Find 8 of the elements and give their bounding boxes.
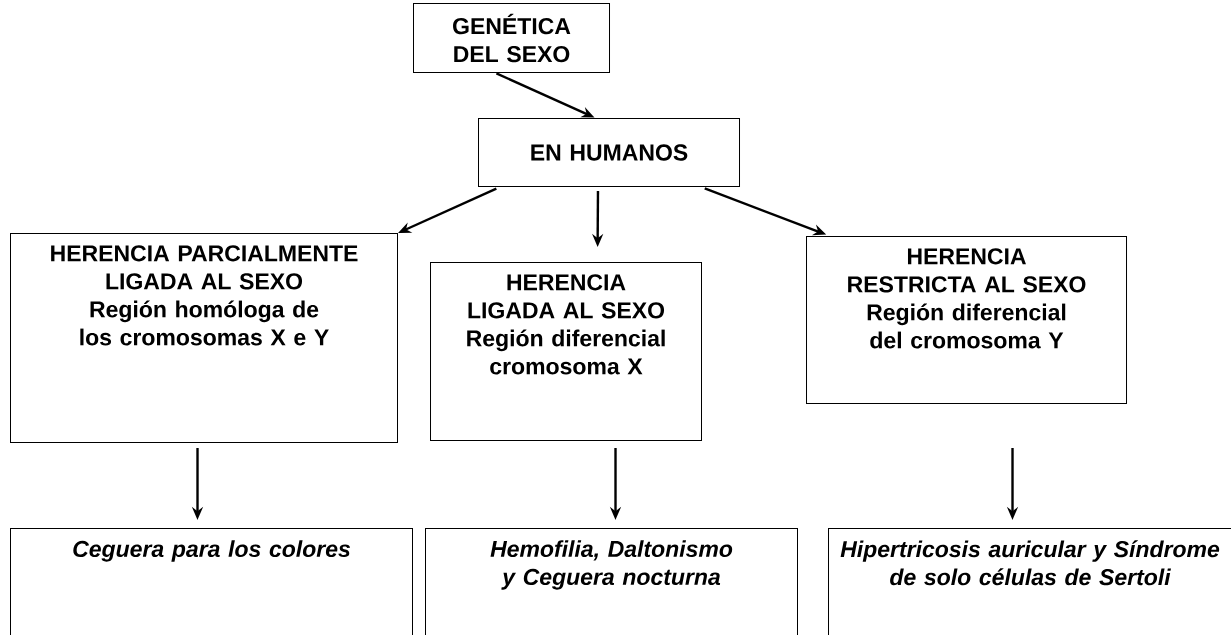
process-box: GENÉTICA DEL SEXO	[413, 3, 610, 73]
process-box: EN HUMANOS	[478, 118, 740, 187]
process-box: HERENCIA PARCIALMENTE LIGADA AL SEXO Región homóloga de los cromosomas X e Y	[10, 233, 398, 443]
process-box: Hemofilia, Daltonismo y Ceguera nocturna	[425, 528, 798, 635]
process-box: HERENCIA LIGADA AL SEXO Región diferencial cromosoma X	[430, 262, 702, 441]
process-box: Ceguera para los colores	[10, 528, 413, 635]
process-box: HERENCIA RESTRICTA AL SEXO Región diferencial del cromosoma Y	[806, 236, 1127, 404]
process-box: Hipertricosis auricular y Síndrome de solo células de Sertoli	[828, 528, 1231, 635]
